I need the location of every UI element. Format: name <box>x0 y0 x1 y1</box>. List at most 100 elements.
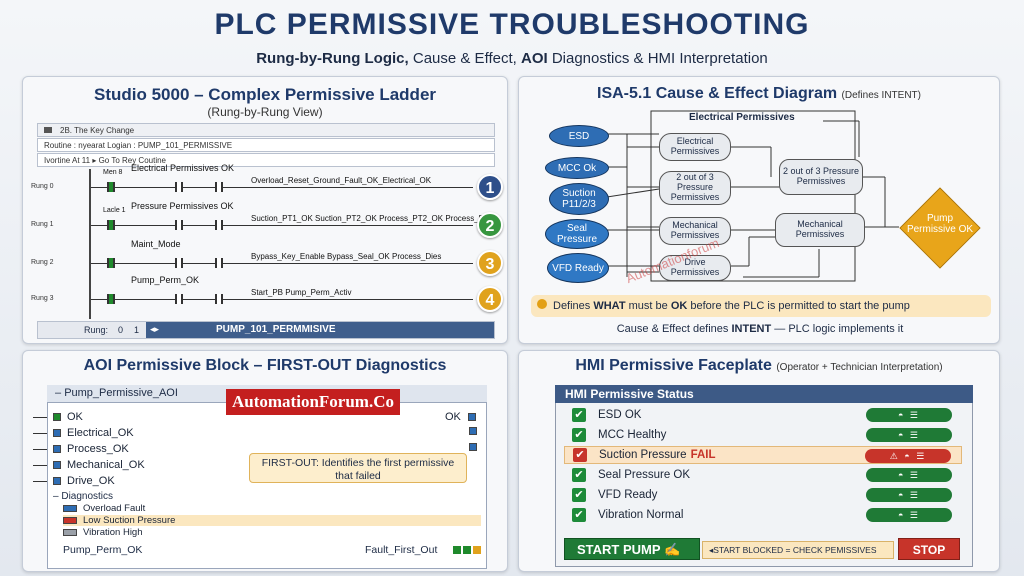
contact-icon[interactable] <box>215 220 223 230</box>
rung-label: Pump_Perm_OK <box>131 275 200 285</box>
hmi-status-row: ✔ESD OK◓ ☰ <box>564 406 962 424</box>
input-label: Electrical_OK <box>67 427 134 439</box>
status-indicator: ◓ ☰ <box>866 508 952 522</box>
input-square-icon <box>53 429 61 438</box>
aoi-panel: AOI Permissive Block – FIRST-OUT Diagnos… <box>22 350 508 572</box>
note-part: OK <box>670 300 688 312</box>
rung-chain: Suction_PT1_OK Suction_PT2_OK Process_PT… <box>251 214 492 223</box>
rung-label: Rung: <box>84 325 109 335</box>
hmi-title-note: (Operator + Technician Interpretation) <box>776 362 943 373</box>
node-mechanical: Mechanical Permissives <box>659 217 731 245</box>
ce-note: Defines WHAT must be OK before the PLC i… <box>531 295 991 317</box>
diagnostic-item: Vibration High <box>63 527 481 538</box>
ce-group-label: Electrical Permissives <box>685 112 799 123</box>
aoi-title: AOI Permissive Block – FIRST-OUT Diagnos… <box>83 357 447 374</box>
aoi-block-name: Pump_Permissive_AOI <box>64 387 178 399</box>
out-pin-icon <box>467 413 476 422</box>
rung-chain: Start_PB Pump_Perm_Activ <box>251 288 352 297</box>
ce-title: ISA-5.1 Cause & Effect Diagram <box>597 85 838 102</box>
diag-color-icon <box>63 504 77 512</box>
input-mcc: MCC Ok <box>545 157 609 179</box>
status-indicator: ◓ ☰ <box>866 468 952 482</box>
input-label: OK <box>67 411 83 423</box>
rung-number: Rung 2 <box>31 259 54 266</box>
contact-icon[interactable] <box>175 220 183 230</box>
page-subtitle: Rung-by-Rung Logic, Cause & Effect, AOI … <box>0 50 1024 67</box>
diag-label: Low Suction Pressure <box>83 515 176 526</box>
status-label: Suction Pressure <box>599 449 687 461</box>
input-label: Process_OK <box>67 443 129 455</box>
subtitle-part: AOI <box>520 50 548 67</box>
input-label: Drive_OK <box>67 475 115 487</box>
note-part: must be <box>628 300 668 312</box>
diag-color-icon <box>63 528 77 536</box>
rung-number: Rung 3 <box>31 295 54 302</box>
routine-name[interactable]: PUMP_101_PERMMISIVE <box>146 322 494 338</box>
start-pump-button[interactable]: START PUMP ✍ <box>564 538 700 560</box>
input-seal: Seal Pressure <box>545 219 609 249</box>
contact-icon[interactable] <box>175 182 183 192</box>
diag-label: Overload Fault <box>83 503 146 514</box>
input-square-icon <box>53 477 61 486</box>
rung-value-2: 1 <box>134 325 140 335</box>
ce-title-row: ISA-5.1 Cause & Effect Diagram (Defines … <box>519 85 999 103</box>
status-check-icon: ✔ <box>572 428 586 442</box>
contact-icon[interactable] <box>107 294 115 304</box>
input-square-icon <box>53 445 61 454</box>
contact-icon[interactable] <box>107 220 115 230</box>
contact-icon[interactable] <box>107 258 115 268</box>
aoi-bottom-right: Fault_First_Out <box>365 544 438 556</box>
foot-part: — PLC logic implements it <box>774 323 904 335</box>
first-out-callout: FIRST-OUT: Identifies the first permissi… <box>249 453 467 483</box>
rung-chain: Bypass_Key_Enable Bypass_Seal_OK Process… <box>251 252 442 261</box>
foot-part: INTENT <box>731 323 772 335</box>
node-2oo3-right: 2 out of 3 Pressure Permissives <box>779 159 863 195</box>
rung-badge: 1 <box>477 174 503 200</box>
contact-icon[interactable] <box>215 294 223 304</box>
fault-led-icon <box>473 546 481 554</box>
input-pin <box>33 481 47 482</box>
status-label: Vibration Normal <box>598 509 684 521</box>
contact-icon[interactable] <box>215 258 223 268</box>
ce-connectors <box>606 110 899 282</box>
rung-badge: 3 <box>477 250 503 276</box>
input-square-icon <box>53 461 61 470</box>
input-esd: ESD <box>549 125 609 147</box>
fail-text: FAIL <box>690 449 716 461</box>
contact-icon[interactable] <box>175 294 183 304</box>
contact-icon[interactable] <box>175 258 183 268</box>
aoi-input: Mechanical_OK <box>53 459 145 471</box>
contact-icon[interactable] <box>107 182 115 192</box>
stop-button[interactable]: STOP <box>898 538 960 560</box>
note-part: WHAT <box>593 300 626 312</box>
left-rail <box>89 169 91 319</box>
node-electrical: Electrical Permissives <box>659 133 731 161</box>
input-vfd: VFD Ready <box>547 253 609 283</box>
ladder-bar-2[interactable]: Routine : nyearat Logian : PUMP_101_PERM… <box>37 138 495 152</box>
ladder-subtitle: (Rung-by-Rung View) <box>207 105 323 119</box>
lightbulb-icon <box>537 299 547 309</box>
ladder-bar-1[interactable]: 2B. The Key Change <box>37 123 495 137</box>
out-pin-icon <box>469 427 477 435</box>
start-label: START PUMP <box>577 542 661 557</box>
rung-tag: Men 8 <box>103 169 123 176</box>
collapse-icon[interactable]: – <box>55 387 62 399</box>
status-indicator: ◓ ☰ <box>866 488 952 502</box>
nav-arrows-icon[interactable]: ◂▸ <box>150 324 160 334</box>
rung-tag: Lacle 1 <box>103 207 126 214</box>
blocked-text: START BLOCKED = CHECK PEMISSIVES <box>713 545 877 555</box>
contact-icon[interactable] <box>215 182 223 192</box>
faceplate-header: HMI Permissive Status <box>555 385 973 403</box>
hand-icon: ✍ <box>663 542 681 557</box>
ladder-bar-3[interactable]: Ivortine At 11 ▸ Go To Rey Coutine <box>37 153 495 167</box>
ladder-bar-text: 2B. The Key Change <box>60 126 135 135</box>
rung-line <box>91 263 473 264</box>
status-label: ESD OK <box>598 409 642 421</box>
input-pin <box>33 417 47 418</box>
input-pin <box>33 433 47 434</box>
rung-line <box>91 299 473 300</box>
aoi-input: Drive_OK <box>53 475 115 487</box>
diag-label-text: Diagnostics <box>61 491 114 502</box>
